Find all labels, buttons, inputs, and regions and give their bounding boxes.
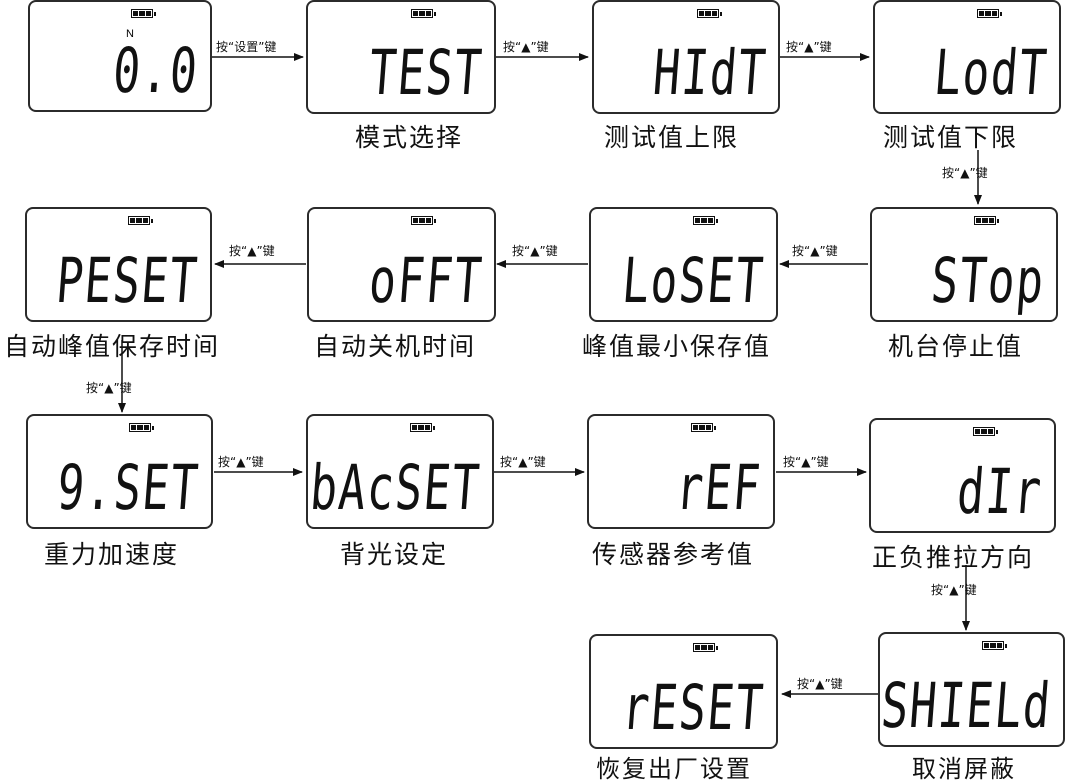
battery-icon bbox=[410, 423, 435, 432]
lcd-screen-s7: LoSET bbox=[589, 207, 778, 322]
unit-label: N bbox=[126, 28, 134, 40]
lcd-readout: bAcSET bbox=[307, 451, 484, 524]
screen-caption: 峰值最小保存值 bbox=[582, 332, 772, 361]
screen-caption: 模式选择 bbox=[355, 123, 464, 152]
battery-icon bbox=[693, 216, 718, 225]
lcd-screen-s3: HIdT bbox=[592, 0, 780, 114]
arrow-label-up: 按“▲”键 bbox=[500, 455, 546, 469]
arrow-label-up: 按“▲”键 bbox=[797, 677, 843, 691]
lcd-screen-s11: rEF bbox=[587, 414, 775, 529]
lcd-screen-s10: bAcSET bbox=[306, 414, 494, 529]
battery-icon bbox=[973, 427, 998, 436]
lcd-screen-s5: PESET bbox=[25, 207, 212, 322]
battery-icon bbox=[129, 423, 154, 432]
battery-icon bbox=[128, 216, 153, 225]
screen-caption: 传感器参考值 bbox=[592, 540, 755, 569]
lcd-screen-s9: 9.SET bbox=[26, 414, 213, 529]
lcd-readout: rEF bbox=[673, 451, 765, 524]
lcd-readout: 9.SET bbox=[55, 451, 203, 524]
lcd-screen-s6: oFFT bbox=[307, 207, 496, 322]
battery-icon bbox=[411, 9, 436, 18]
screen-caption: 自动峰值保存时间 bbox=[4, 332, 221, 361]
lcd-readout: LodT bbox=[931, 36, 1051, 109]
lcd-screen-s12: dIr bbox=[869, 418, 1056, 533]
screen-caption: 背光设定 bbox=[340, 540, 449, 569]
arrow-label-up: 按“▲”键 bbox=[931, 583, 977, 597]
screen-caption: 测试值下限 bbox=[883, 123, 1019, 152]
battery-icon bbox=[697, 9, 722, 18]
screen-caption: 重力加速度 bbox=[44, 540, 180, 569]
arrow-label-up: 按“▲”键 bbox=[503, 40, 549, 54]
lcd-readout: SHIELd bbox=[878, 669, 1055, 742]
lcd-screen-s13: rESET bbox=[589, 634, 778, 749]
lcd-screen-s1: N 0.0 bbox=[28, 0, 212, 112]
battery-icon bbox=[982, 641, 1007, 650]
lcd-readout: HIdT bbox=[650, 36, 770, 109]
arrow-label-up: 按“▲”键 bbox=[86, 381, 132, 395]
lcd-screen-s8: STop bbox=[870, 207, 1058, 322]
screen-caption: 正负推拉方向 bbox=[872, 543, 1035, 572]
arrow-label-up: 按“▲”键 bbox=[792, 244, 838, 258]
arrow-label-set: 按“设置”键 bbox=[216, 40, 277, 54]
lcd-screen-s14: SHIELd bbox=[878, 632, 1065, 747]
battery-icon bbox=[977, 9, 1002, 18]
arrow-label-up: 按“▲”键 bbox=[229, 244, 275, 258]
screen-caption: 取消屏蔽 bbox=[912, 755, 1016, 783]
battery-icon bbox=[693, 643, 718, 652]
lcd-screen-s2: TEST bbox=[306, 0, 496, 114]
battery-icon bbox=[411, 216, 436, 225]
lcd-readout: 0.0 bbox=[110, 34, 202, 107]
lcd-screen-s4: LodT bbox=[873, 0, 1061, 114]
battery-icon bbox=[974, 216, 999, 225]
arrow-label-up: 按“▲”键 bbox=[783, 455, 829, 469]
arrow-label-up: 按“▲”键 bbox=[786, 40, 832, 54]
screen-caption: 恢复出厂设置 bbox=[596, 755, 752, 783]
lcd-readout: STop bbox=[928, 244, 1048, 317]
battery-icon bbox=[691, 423, 716, 432]
screen-caption: 测试值上限 bbox=[604, 123, 740, 152]
arrow-label-up: 按“▲”键 bbox=[512, 244, 558, 258]
arrow-label-up: 按“▲”键 bbox=[218, 455, 264, 469]
lcd-readout: TEST bbox=[366, 36, 486, 109]
arrow-label-up: 按“▲”键 bbox=[942, 166, 988, 180]
lcd-readout: dIr bbox=[954, 455, 1046, 528]
screen-caption: 机台停止值 bbox=[888, 332, 1024, 361]
lcd-readout: rESET bbox=[620, 671, 768, 744]
screen-caption: 自动关机时间 bbox=[314, 332, 477, 361]
lcd-readout: PESET bbox=[54, 244, 202, 317]
lcd-readout: LoSET bbox=[620, 244, 768, 317]
battery-icon bbox=[131, 9, 156, 18]
lcd-readout: oFFT bbox=[366, 244, 486, 317]
